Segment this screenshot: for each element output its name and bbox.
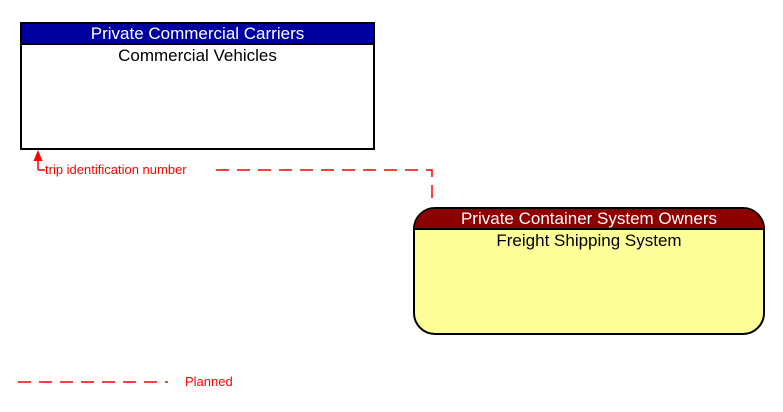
- entity-commercial-vehicles[interactable]: Private Commercial Carriers Commercial V…: [20, 22, 375, 150]
- flow-arrowhead-icon: [33, 150, 43, 161]
- flow-dashed-line: [216, 169, 433, 206]
- legend-label: Planned: [185, 374, 233, 389]
- entity-title: Commercial Vehicles: [118, 46, 277, 65]
- entity-owner-header: Private Container System Owners: [415, 209, 763, 230]
- entity-owner-header: Private Commercial Carriers: [22, 24, 373, 45]
- entity-title: Freight Shipping System: [496, 231, 682, 250]
- entity-freight-shipping-system[interactable]: Private Container System Owners Freight …: [413, 207, 765, 335]
- flow-label[interactable]: trip identification number: [45, 162, 187, 177]
